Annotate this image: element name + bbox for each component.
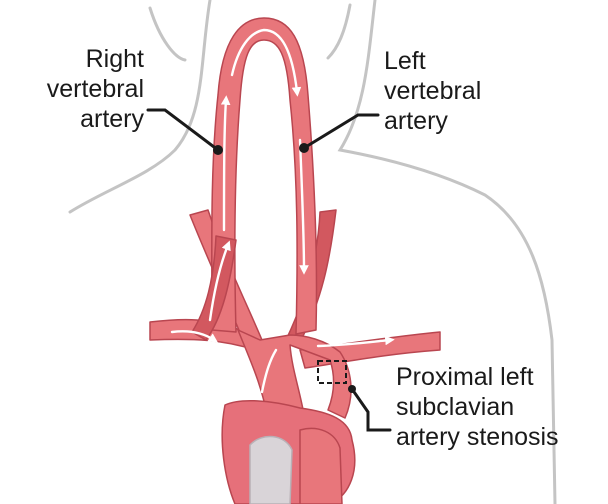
right-vertebral-line-3: artery — [34, 104, 144, 134]
right-vertebral-label: Right vertebral artery — [34, 44, 144, 134]
heart-chamber — [250, 436, 292, 504]
left-vertebral-line-1: Left — [384, 46, 481, 76]
stenosis-line-2: subclavian — [396, 392, 559, 422]
right-jaw-outline — [328, 5, 350, 58]
left-vertebral-leader — [304, 115, 378, 148]
right-vertebral-line-1: Right — [34, 44, 144, 74]
stenosis-line-3: artery stenosis — [396, 422, 559, 452]
right-vertebral-line-2: vertebral — [34, 74, 144, 104]
stenosis-line-1: Proximal left — [396, 362, 559, 392]
left-vertebral-label: Left vertebral artery — [384, 46, 481, 136]
stenosis-label: Proximal left subclavian artery stenosis — [396, 362, 559, 452]
left-vertebral-line-2: vertebral — [384, 76, 481, 106]
right-vertebral-dot — [213, 145, 223, 155]
right-vertebral-leader — [148, 110, 218, 150]
heart-chamber-right — [300, 428, 342, 504]
left-vertebral-line-3: artery — [384, 106, 481, 136]
stenosis-leader — [352, 389, 390, 430]
left-vertebral-dot — [299, 143, 309, 153]
left-jaw-outline — [150, 8, 185, 60]
